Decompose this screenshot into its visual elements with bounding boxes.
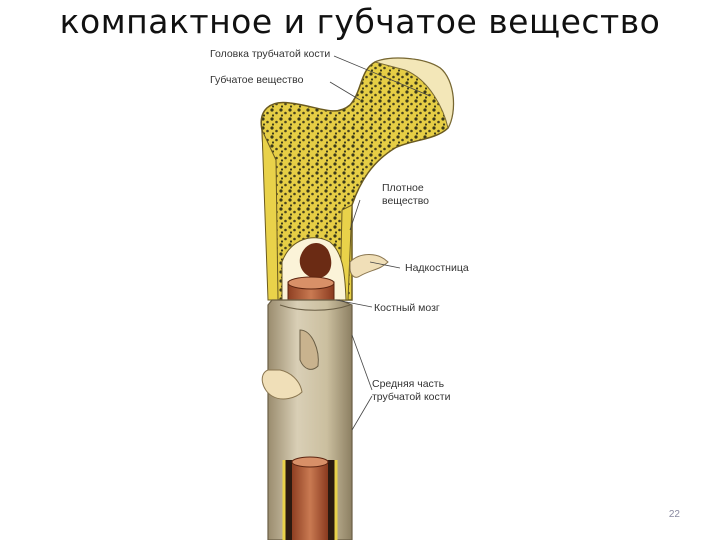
- periosteum-flap: [349, 254, 389, 278]
- bone-head-cap: [373, 57, 454, 130]
- label-middle-line2: трубчатой кости: [372, 391, 451, 403]
- label-middle-line1: Средняя часть: [372, 378, 445, 390]
- page-number: 22: [668, 509, 680, 520]
- leader-lines: [329, 55, 431, 431]
- label-middle-part: Средняя часть трубчатой кости: [372, 378, 450, 404]
- label-periosteum: Надкостница: [405, 262, 469, 274]
- label-compact-line2: вещество: [382, 195, 430, 207]
- slide-title: компактное и губчатое вещество: [59, 2, 661, 41]
- label-spongy-bone: Губчатое вещество: [210, 74, 304, 86]
- label-compact-bone: Плотное вещество: [382, 182, 429, 208]
- label-bone-marrow: Костный мозг: [374, 302, 440, 314]
- label-compact-line1: Плотное: [382, 182, 424, 194]
- label-bone-head: Головка трубчатой кости: [210, 48, 331, 60]
